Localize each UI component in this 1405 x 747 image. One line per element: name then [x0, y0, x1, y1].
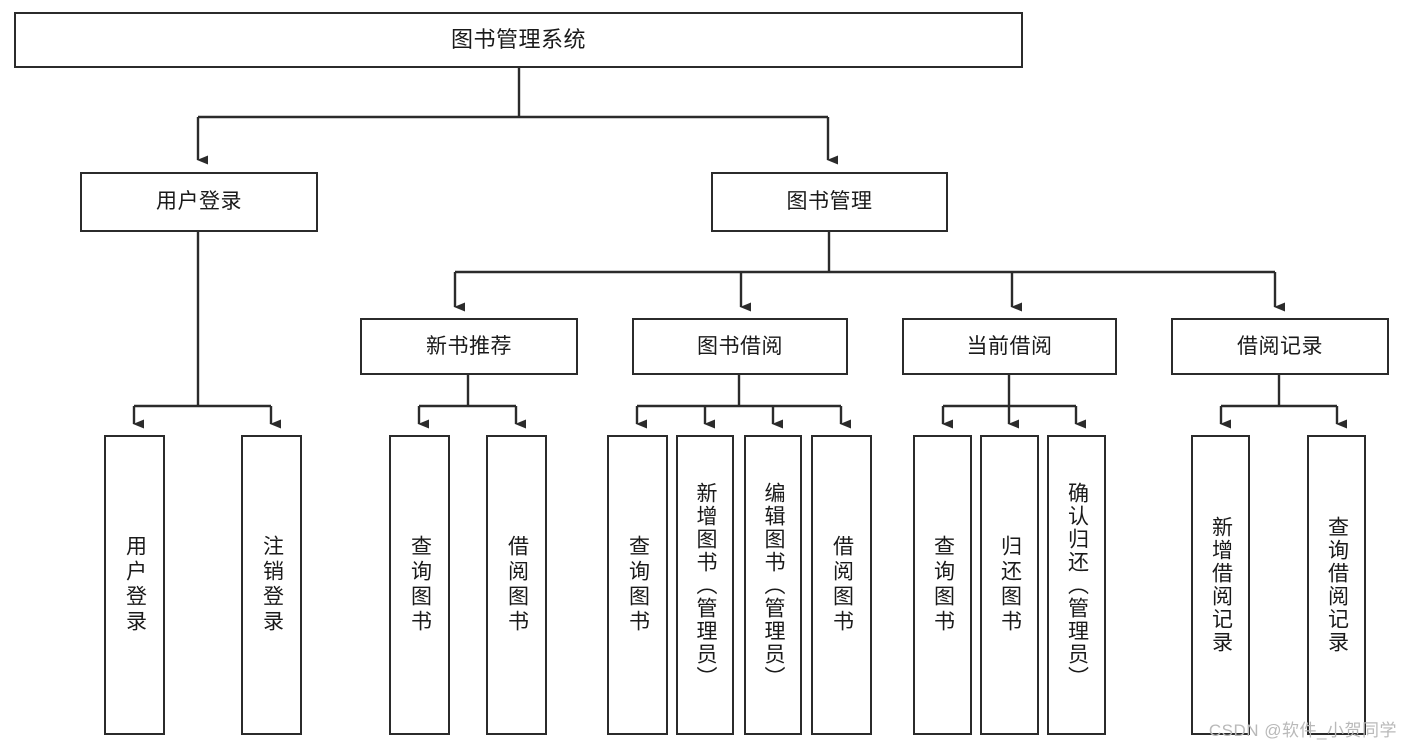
leaf-book-borrow-borrow-label: 借阅图书	[830, 535, 854, 635]
leaf-new-book-borrow-label: 借阅图书	[505, 535, 529, 635]
leaf-book-borrow-add[interactable]: 新增图书（管理员）	[676, 435, 734, 735]
leaf-borrow-record-query-label: 查询借阅记录	[1325, 516, 1349, 654]
node-new-book-recommend-label: 新书推荐	[426, 334, 512, 358]
leaf-book-borrow-query-label: 查询图书	[626, 535, 650, 635]
leaf-book-borrow-query[interactable]: 查询图书	[607, 435, 668, 735]
leaf-current-borrow-return-label: 归还图书	[998, 535, 1022, 635]
node-book-manage-label: 图书管理	[786, 190, 873, 214]
leaf-current-borrow-query-label: 查询图书	[931, 535, 955, 635]
node-borrow-record-label: 借阅记录	[1237, 334, 1323, 358]
node-root-system[interactable]: 图书管理系统	[14, 12, 1023, 68]
leaf-current-borrow-confirm-label: 确认归还（管理员）	[1065, 481, 1089, 689]
node-user-login[interactable]: 用户登录	[80, 172, 318, 232]
leaf-book-borrow-add-label: 新增图书（管理员）	[694, 481, 718, 689]
leaf-new-book-query-label: 查询图书	[408, 535, 432, 635]
leaf-user-login-logout[interactable]: 注销登录	[241, 435, 302, 735]
leaf-book-borrow-edit-label: 编辑图书（管理员）	[762, 481, 786, 689]
node-book-borrow-label: 图书借阅	[697, 334, 783, 358]
leaf-book-borrow-borrow[interactable]: 借阅图书	[811, 435, 872, 735]
node-current-borrow[interactable]: 当前借阅	[902, 318, 1117, 375]
node-root-system-label: 图书管理系统	[450, 26, 586, 52]
leaf-new-book-borrow[interactable]: 借阅图书	[486, 435, 547, 735]
leaf-current-borrow-confirm[interactable]: 确认归还（管理员）	[1047, 435, 1106, 735]
leaf-borrow-record-add-label: 新增借阅记录	[1209, 516, 1233, 654]
leaf-borrow-record-add[interactable]: 新增借阅记录	[1191, 435, 1250, 735]
leaf-user-login-logout-label: 注销登录	[260, 535, 284, 635]
leaf-current-borrow-return[interactable]: 归还图书	[980, 435, 1039, 735]
node-borrow-record[interactable]: 借阅记录	[1171, 318, 1389, 375]
leaf-new-book-query[interactable]: 查询图书	[389, 435, 450, 735]
node-new-book-recommend[interactable]: 新书推荐	[360, 318, 578, 375]
leaf-user-login-login[interactable]: 用户登录	[104, 435, 165, 735]
node-book-borrow[interactable]: 图书借阅	[632, 318, 848, 375]
leaf-user-login-login-label: 用户登录	[123, 535, 147, 635]
leaf-borrow-record-query[interactable]: 查询借阅记录	[1307, 435, 1366, 735]
leaf-book-borrow-edit[interactable]: 编辑图书（管理员）	[744, 435, 802, 735]
node-current-borrow-label: 当前借阅	[966, 334, 1053, 358]
node-book-manage[interactable]: 图书管理	[711, 172, 948, 232]
node-user-login-label: 用户登录	[156, 190, 242, 214]
leaf-current-borrow-query[interactable]: 查询图书	[913, 435, 972, 735]
csdn-watermark: CSDN @软件_小贺同学	[1208, 721, 1397, 740]
